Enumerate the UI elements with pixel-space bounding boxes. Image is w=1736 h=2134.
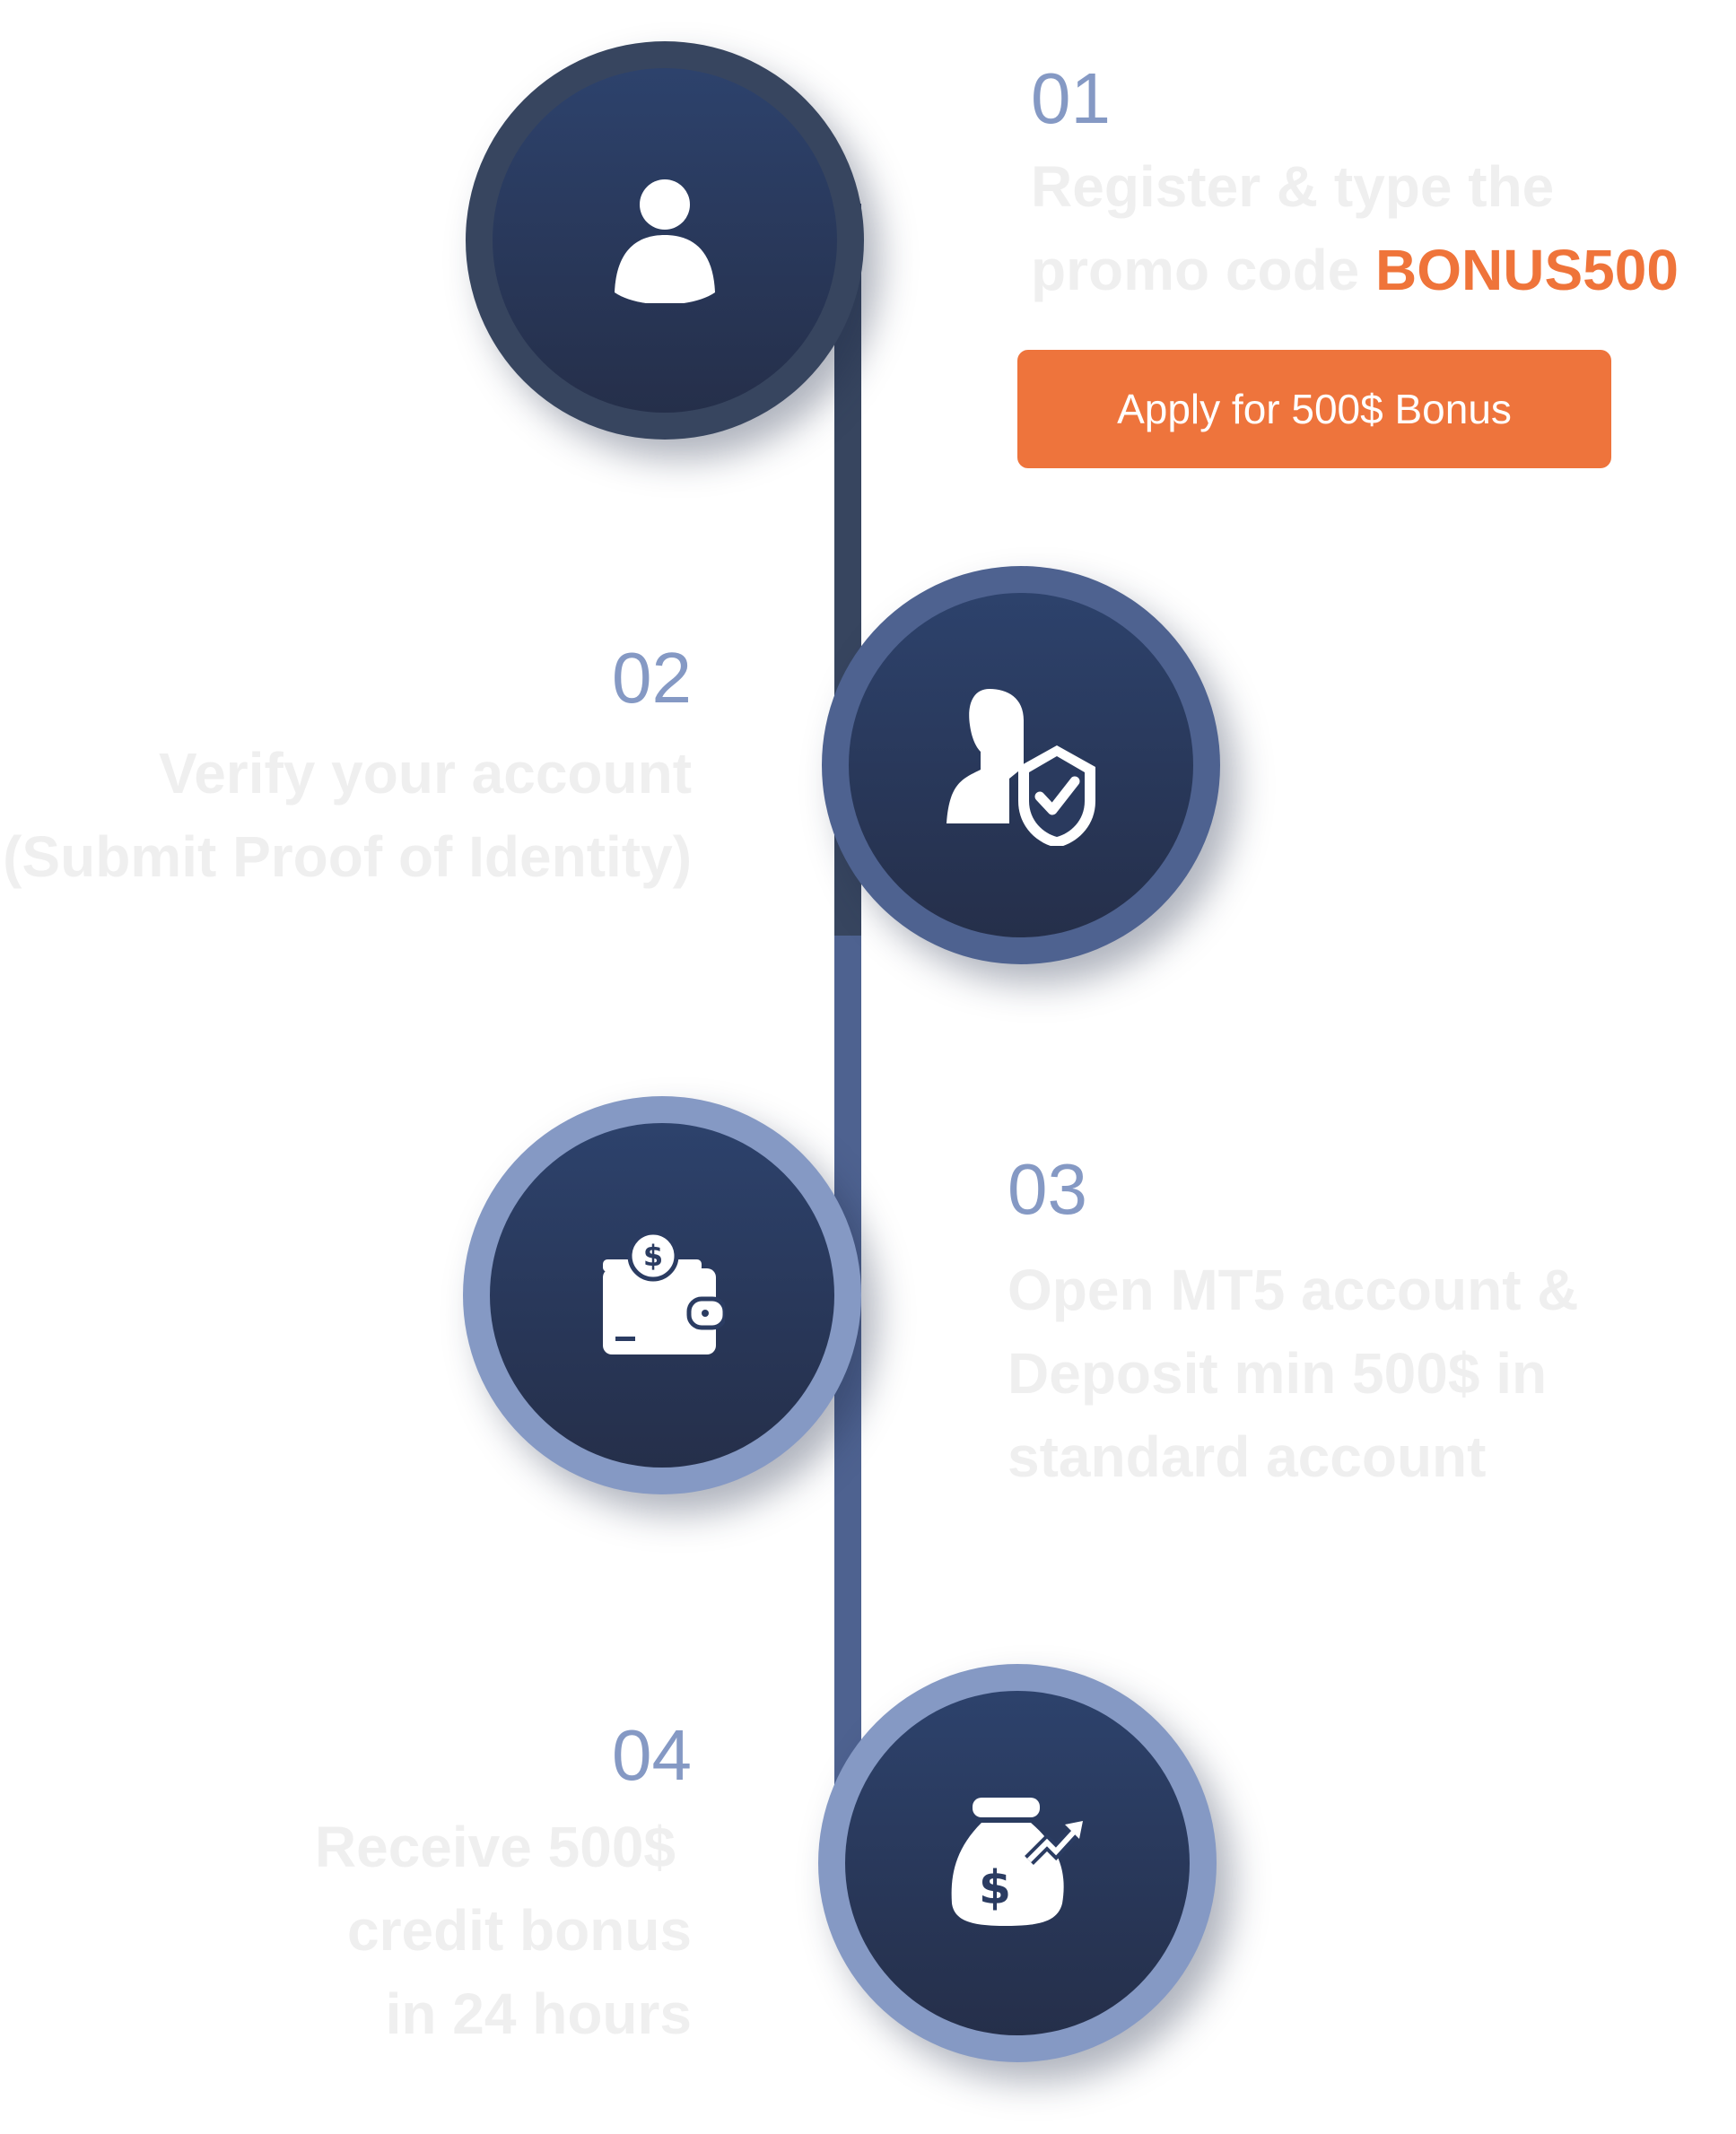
user-icon <box>615 179 715 303</box>
step-1-line-1: Register & type the <box>1031 154 1555 219</box>
step-3-description: Open MT5 account & Deposit min 500$ in s… <box>1008 1249 1579 1499</box>
money-bag-growth-icon: $ <box>951 1798 1083 1926</box>
step-4-line-3: in 24 hours <box>385 1982 692 2046</box>
step-1-description: Register & type the promo code BONUS500 <box>1031 145 1679 312</box>
step-3-line-1: Open MT5 account & <box>1008 1258 1579 1322</box>
step-4-number: 04 <box>612 1715 692 1795</box>
svg-text:$: $ <box>979 1861 1011 1915</box>
step-1-line-2-text: promo code <box>1031 238 1376 302</box>
step-4-circle: $ <box>818 1664 1217 2062</box>
promo-code: BONUS500 <box>1375 238 1679 302</box>
apply-bonus-button[interactable]: Apply for 500$ Bonus <box>1017 350 1611 468</box>
step-3-line-3: standard account <box>1008 1424 1487 1489</box>
step-4-line-2: credit bonus <box>346 1898 692 1963</box>
step-1-number: 01 <box>1031 58 1111 138</box>
step-4-line-1: Receive 500$ <box>314 1815 676 1879</box>
step-1-line-2: promo code BONUS500 <box>1031 229 1679 312</box>
svg-text:$: $ <box>643 1239 663 1273</box>
step-3-line-2: Deposit min 500$ in <box>1008 1341 1548 1406</box>
step-2-number: 02 <box>612 638 692 718</box>
step-2-line-1: Verify your account <box>159 741 692 806</box>
step-3-number: 03 <box>1008 1149 1087 1229</box>
step-1-circle <box>466 41 864 440</box>
step-4-description: Receive 500$ credit bonus in 24 hours <box>315 1806 692 2056</box>
step-2-circle <box>822 566 1220 964</box>
step-2-line-2: (Submit Proof of Identity) <box>3 824 692 889</box>
step-2-description: Verify your account (Submit Proof of Ide… <box>3 732 692 899</box>
step-3-circle: $ <box>463 1096 861 1494</box>
wallet-icon: $ <box>603 1232 725 1354</box>
verified-user-shield-icon <box>947 689 1095 846</box>
